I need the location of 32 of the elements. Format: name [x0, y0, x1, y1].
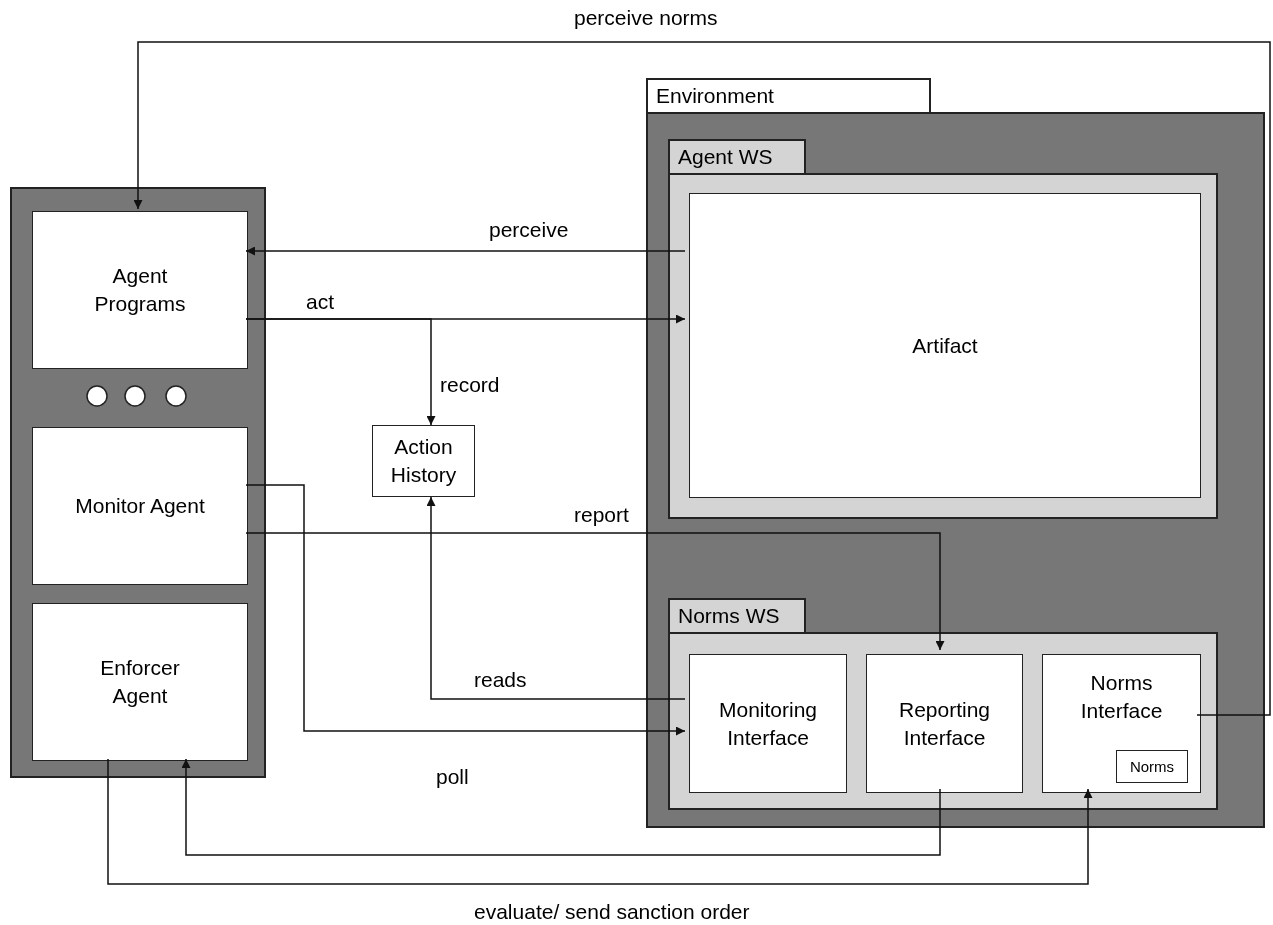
connector-arrow [181, 758, 941, 856]
edge-label: perceive norms [573, 5, 719, 31]
panel-tab: Environment [646, 78, 931, 112]
process-box: Norms Interface Norms [1042, 654, 1201, 793]
edge-label: report [573, 502, 630, 528]
connector-arrow [245, 246, 686, 256]
edge-label: record [439, 372, 501, 398]
connector-arrow [245, 318, 436, 426]
edge-label: act [305, 289, 335, 315]
connector-arrow [245, 484, 686, 736]
container-panel [10, 187, 266, 778]
connector-arrow [133, 41, 1271, 716]
process-box: Monitoring Interface [689, 654, 847, 793]
process-box: Enforcer Agent [32, 603, 248, 761]
container-panel [646, 112, 1265, 828]
panel-tab: Norms WS [668, 598, 806, 632]
edge-label: perceive [488, 217, 570, 243]
component-box: Norms [1116, 750, 1188, 783]
container-panel [668, 173, 1218, 519]
edge-label: evaluate/ send sanction order [473, 899, 751, 925]
panel-tab: Agent WS [668, 139, 806, 173]
connector-arrow [426, 496, 686, 700]
process-box: Artifact [689, 193, 1201, 498]
edge-label: poll [435, 764, 470, 790]
process-box: Agent Programs [32, 211, 248, 369]
connector-arrow [107, 758, 1093, 885]
container-panel [668, 632, 1218, 810]
process-box: Monitor Agent [32, 427, 248, 585]
connector-arrow [245, 532, 945, 651]
edge-label: reads [473, 667, 528, 693]
process-box: Action History [372, 425, 475, 497]
process-box: Reporting Interface [866, 654, 1023, 793]
